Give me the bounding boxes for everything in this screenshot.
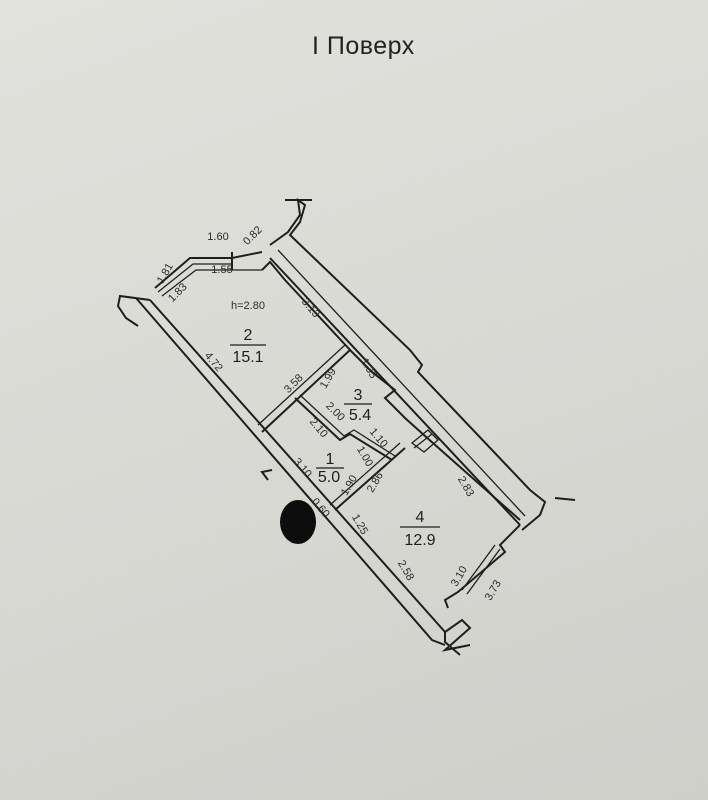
dimension: 2.86 [365, 470, 386, 495]
dimension-labels: 1.60 0.82 1.81 1.55 1.83 3.13 4.72 3.58 … [155, 224, 504, 603]
room-4-area: 12.9 [404, 532, 435, 549]
dimension: 3.58 [282, 372, 306, 396]
room-2-area: 15.1 [232, 349, 263, 366]
dimension: 1.25 [349, 512, 370, 537]
room-1-number: 1 [326, 451, 335, 468]
dimension: 1.35 [358, 356, 379, 381]
room-1-area: 5.0 [318, 469, 340, 486]
room-3-area: 5.4 [349, 407, 371, 424]
room-3-number: 3 [354, 387, 363, 404]
dimension: 1.55 [211, 264, 232, 276]
dimension: 0.82 [241, 224, 265, 248]
room-2-number: 2 [244, 327, 253, 344]
dimension: 1.83 [166, 281, 190, 305]
dimension: 3.73 [483, 578, 504, 603]
dimension: 3.10 [291, 456, 314, 480]
room-4-number: 4 [416, 509, 425, 526]
walls [116, 197, 576, 656]
dimension: 1.60 [207, 231, 228, 243]
dimension: 1.99 [318, 366, 339, 391]
ceiling-height: h=2.80 [231, 300, 265, 312]
room-labels: h=2.80 2 15.1 3 5.4 1 5.0 4 12.9 [230, 300, 440, 549]
floor-title: І Поверх [312, 32, 415, 60]
ink-blot [280, 500, 316, 544]
dimension: 1.90 [339, 473, 360, 498]
